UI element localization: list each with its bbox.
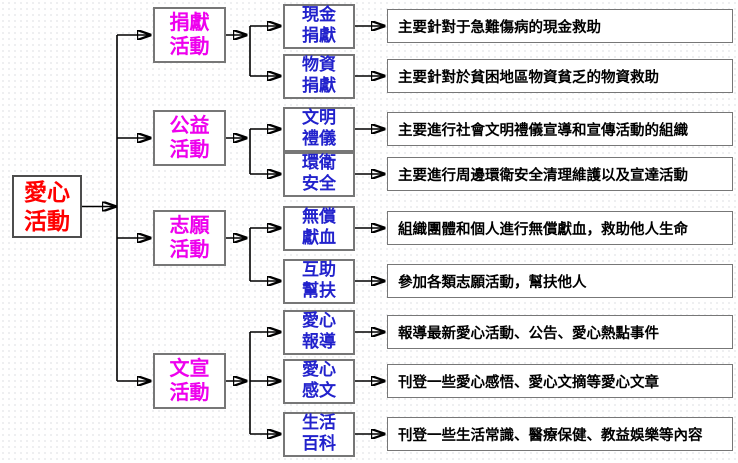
child-node-goods-donation: 物資 捐獻 <box>283 53 355 99</box>
connector-lines <box>82 26 384 434</box>
child-node-civility-etiquette: 文明 禮儀 <box>283 106 355 152</box>
child-node-life-encyclopedia: 生活 百科 <box>283 411 355 457</box>
child-node-mutual-aid: 互助 幫扶 <box>283 258 355 304</box>
child-node-love-essay: 愛心 感文 <box>283 358 355 404</box>
description-box: 刊登一些愛心感悟、愛心文摘等愛心文章 <box>387 364 733 398</box>
child-node-sanitation-safety: 環衛 安全 <box>283 151 355 197</box>
description-box: 主要進行周邊環衛安全清理維護以及宣達活動 <box>387 157 733 191</box>
child-node-love-report: 愛心 報導 <box>283 309 355 355</box>
root-node: 愛心 活動 <box>12 175 82 238</box>
group-node-donation: 捐獻 活動 <box>153 7 226 63</box>
description-box: 主要進行社會文明禮儀宣導和宣傳活動的組織 <box>387 112 733 146</box>
child-node-blood-donation: 無償 獻血 <box>283 205 355 251</box>
group-node-volunteer: 志願 活動 <box>153 210 226 266</box>
description-box: 參加各類志願活動，幫扶他人 <box>387 264 733 298</box>
description-box: 報導最新愛心活動、公告、愛心熱點事件 <box>387 315 733 349</box>
description-box: 主要針對于急難傷病的現金救助 <box>387 9 733 43</box>
description-box: 主要針對於貧困地區物資貧乏的物資救助 <box>387 59 733 93</box>
description-box: 組織團體和個人進行無償獻血，救助他人生命 <box>387 211 733 245</box>
description-box: 刊登一些生活常識、醫療保健、教益娛樂等內容 <box>387 417 733 451</box>
group-node-charity: 公益 活動 <box>153 110 226 166</box>
child-node-cash-donation: 現金 捐獻 <box>283 3 355 49</box>
group-node-publicity: 文宣 活動 <box>153 353 226 409</box>
